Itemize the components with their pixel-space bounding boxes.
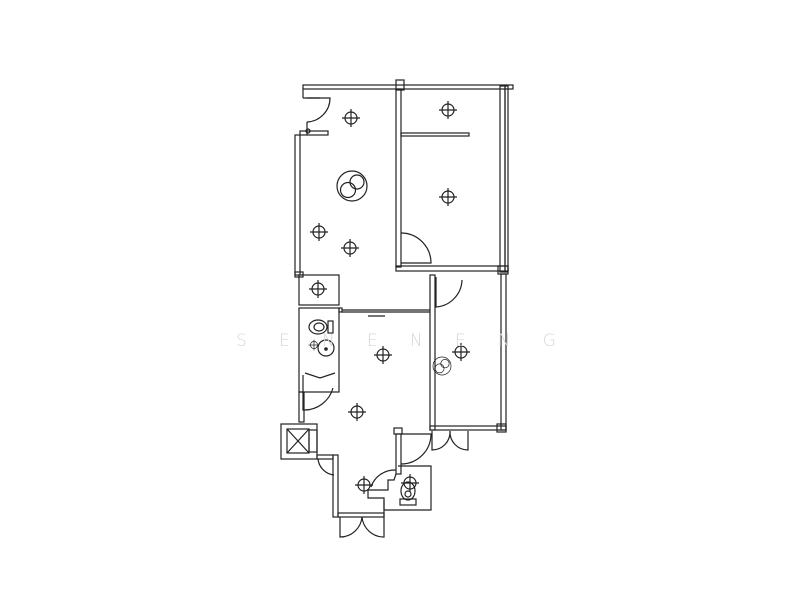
ceiling-lights xyxy=(308,100,471,495)
wall-group xyxy=(280,79,514,538)
bathroom-fixtures xyxy=(308,319,335,357)
ceiling-fans xyxy=(336,170,452,376)
